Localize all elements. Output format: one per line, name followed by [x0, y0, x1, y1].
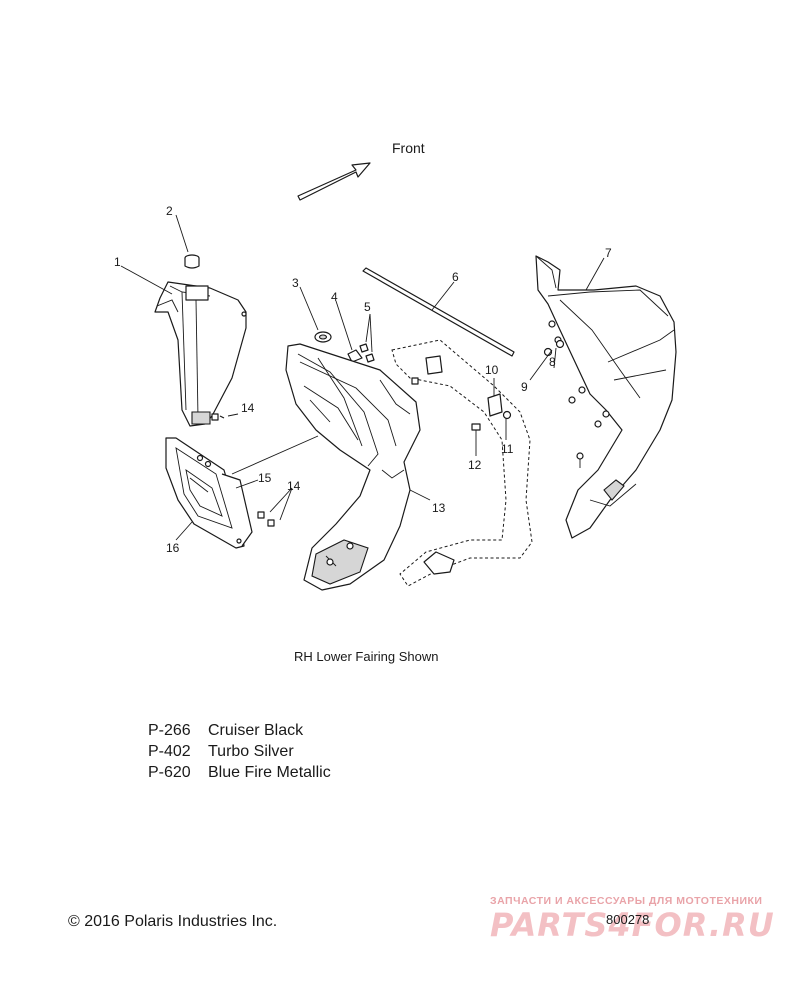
lower-clamp — [423, 551, 455, 575]
callout-2: 2 — [166, 204, 173, 218]
paint-code: P-620 — [148, 764, 191, 781]
part-16-lower-panel — [165, 437, 253, 549]
callout-10: 10 — [485, 363, 499, 377]
paint-name: Cruiser Black — [208, 722, 304, 739]
paint-name: Turbo Silver — [208, 743, 294, 760]
callout-6: 6 — [452, 270, 459, 284]
watermark-logo: PARTS4FOR.RU — [490, 906, 775, 944]
callout-11: 11 — [501, 442, 514, 456]
part-8-screw — [555, 339, 565, 349]
part-13-lower-fairing — [285, 343, 421, 591]
paint-code-list: P-266 Cruiser Black P-402 Turbo Silver P-6… — [148, 720, 331, 783]
callout-14-lower: 14 — [287, 479, 301, 493]
copyright-notice: © 2016 Polaris Industries Inc. — [68, 913, 278, 930]
front-direction-label: Front — [392, 140, 425, 156]
paint-code-row: P-266 Cruiser Black — [148, 720, 331, 741]
drawing-number: 800278 — [606, 912, 650, 927]
front-direction-arrow — [297, 162, 371, 201]
part-6-trim-strip — [362, 267, 515, 357]
part-3-grommet — [314, 331, 332, 343]
part-5-fasteners — [359, 343, 375, 363]
callout-1: 1 — [114, 255, 121, 269]
part-1-upper-panel — [154, 281, 247, 427]
paint-code-row: P-402 Turbo Silver — [148, 741, 331, 762]
fairing-screws — [568, 386, 610, 468]
paint-code: P-266 — [148, 722, 191, 739]
callout-16: 16 — [166, 541, 180, 555]
watermark-tagline: ЗАПЧАСТИ И АКСЕССУАРЫ ДЛЯ МОТОТЕХНИКИ — [490, 895, 763, 907]
diagram-caption: RH Lower Fairing Shown — [294, 649, 439, 664]
callout-9: 9 — [521, 380, 528, 394]
callout-3: 3 — [292, 276, 299, 290]
paint-code-row: P-620 Blue Fire Metallic — [148, 762, 331, 783]
callout-4: 4 — [331, 290, 338, 304]
callout-8: 8 — [549, 355, 556, 369]
part-4-clip — [347, 349, 363, 363]
callout-14-upper: 14 — [241, 401, 255, 415]
part-2-cap — [184, 254, 200, 269]
callout-7: 7 — [605, 246, 612, 260]
callout-13: 13 — [432, 501, 446, 515]
frame-dashed-outline — [391, 339, 533, 587]
paint-code: P-402 — [148, 743, 191, 760]
leader-lines — [120, 214, 605, 541]
paint-name: Blue Fire Metallic — [208, 764, 331, 781]
callout-5: 5 — [364, 300, 371, 314]
part-10-clamp — [425, 355, 503, 417]
callout-15: 15 — [258, 471, 272, 485]
part-11-nut — [502, 410, 512, 420]
part-7-side-fairing — [535, 255, 677, 539]
callout-labels: 1 2 3 4 5 6 7 8 9 10 11 12 13 14 14 15 1… — [114, 204, 612, 555]
callout-12: 12 — [468, 458, 482, 472]
misc-screws — [211, 377, 419, 527]
part-12-screw — [471, 423, 481, 438]
